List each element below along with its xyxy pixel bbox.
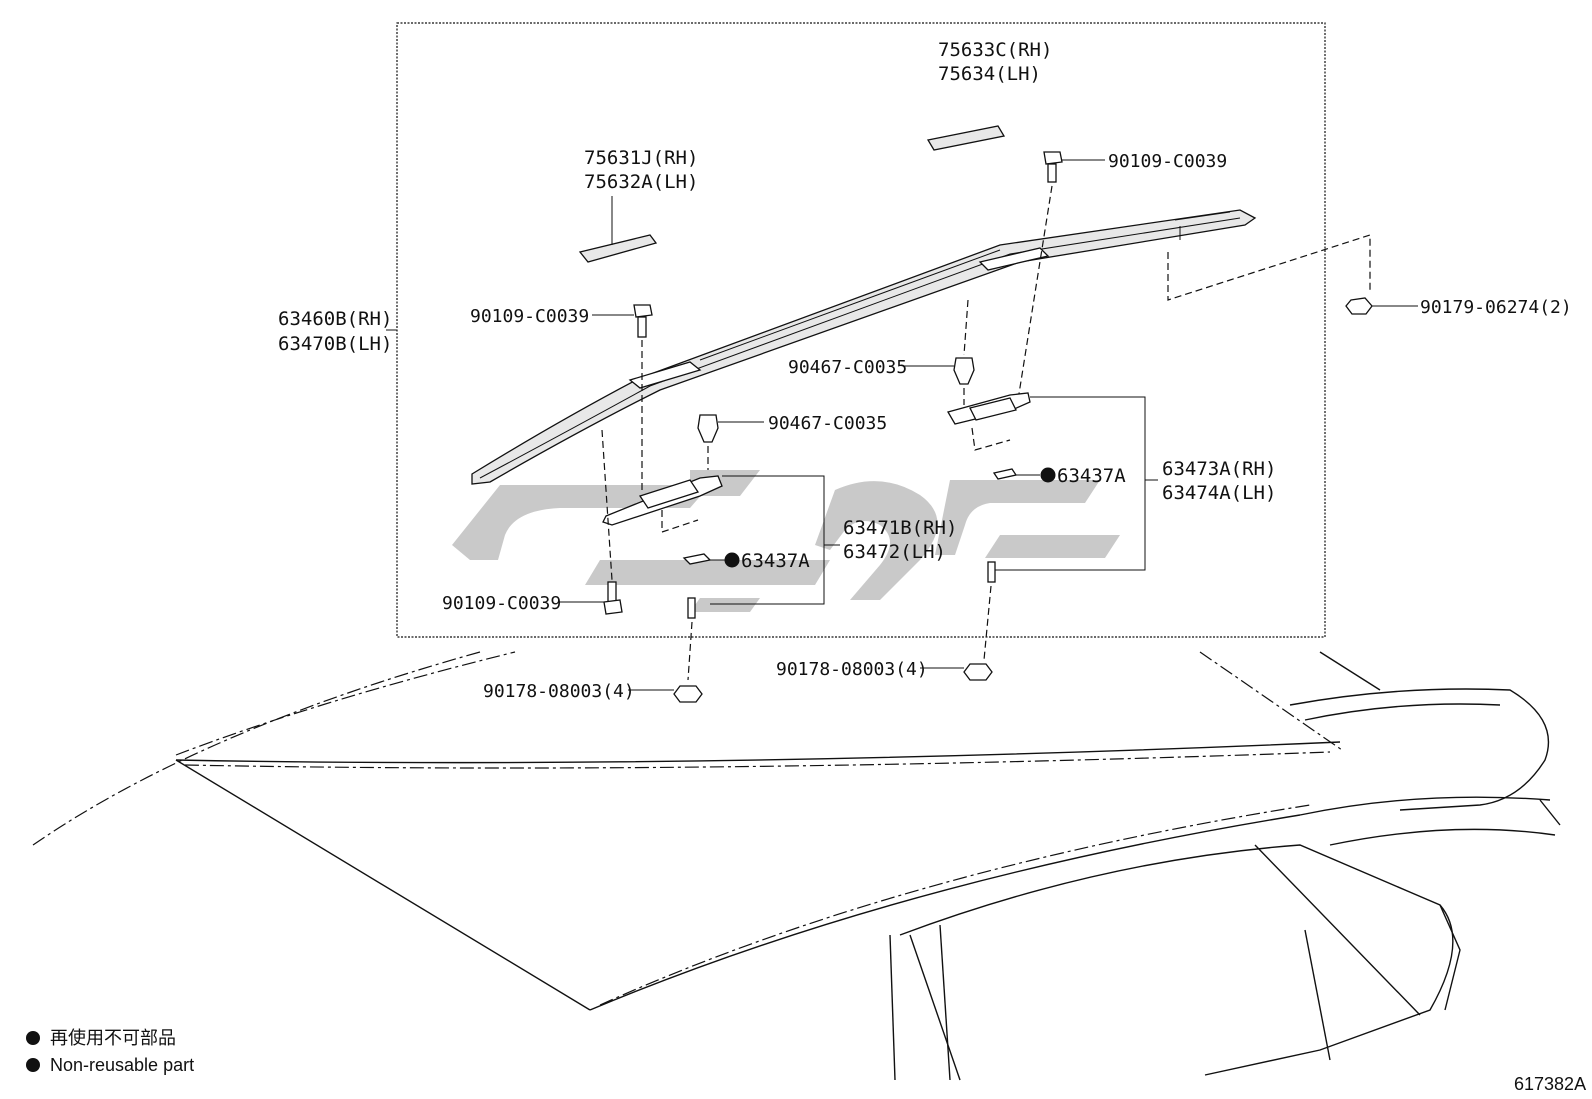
- label-nut-center: 90178-08003(4): [776, 659, 928, 680]
- bolt-bottom-left: [558, 581, 623, 615]
- bolt-left: [592, 304, 653, 338]
- car-body-outline: [32, 651, 1561, 1081]
- cover-front: [578, 234, 658, 263]
- legend-bullet-en: [26, 1058, 40, 1072]
- label-seal-right: 63437A: [1057, 465, 1126, 487]
- label-bracket-rear-rh: 63473A(RH): [1162, 458, 1276, 480]
- legend: 再使用不可部品 Non-reusable part: [26, 1028, 194, 1075]
- nut-center: [920, 663, 993, 681]
- label-bolt-top-right: 90109-C0039: [1108, 151, 1227, 172]
- label-clip-left: 90467-C0035: [768, 413, 887, 434]
- label-rail-lh: 63470B(LH): [278, 333, 392, 355]
- legend-text-jp: 再使用不可部品: [50, 1028, 176, 1048]
- label-clip-right: 90467-C0035: [788, 357, 907, 378]
- stud-left: [687, 597, 696, 619]
- clip-left: [697, 414, 764, 443]
- label-cover-front-lh: 75632A(LH): [584, 171, 698, 193]
- bolt-top-right: [1043, 151, 1105, 183]
- seal-left: [682, 552, 740, 568]
- label-bracket-front-rh: 63471B(RH): [843, 517, 957, 539]
- label-bolt-bottom-left: 90109-C0039: [442, 593, 561, 614]
- stud-right: [987, 561, 996, 583]
- label-bolt-left: 90109-C0039: [470, 306, 589, 327]
- legend-bullet-jp: [26, 1031, 40, 1045]
- roof-rail: [471, 209, 1257, 485]
- label-rail-rh: 63460B(RH): [278, 308, 392, 330]
- diagram-code: 617382A: [1514, 1074, 1586, 1094]
- label-cover-rear-rh: 75633C(RH): [938, 39, 1052, 61]
- clip-right: [904, 357, 975, 385]
- cover-rear: [926, 125, 1006, 151]
- part-labels: 63460B(RH) 63470B(LH) 75631J(RH) 75632A(…: [278, 39, 1572, 702]
- label-cover-rear-lh: 75634(LH): [938, 63, 1041, 85]
- label-cover-front-rh: 75631J(RH): [584, 147, 698, 169]
- watermark-logo: [452, 470, 1120, 612]
- nut-left: [628, 685, 703, 703]
- label-nut-left: 90178-08003(4): [483, 681, 635, 702]
- seal-right: [992, 467, 1056, 483]
- bracket-front: [602, 475, 723, 533]
- label-seal-left: 63437A: [741, 550, 810, 572]
- bracket-rear: [947, 392, 1031, 451]
- nut-right: [1345, 297, 1418, 315]
- label-bracket-front-lh: 63472(LH): [843, 541, 946, 563]
- legend-text-en: Non-reusable part: [50, 1055, 194, 1075]
- label-nut-right: 90179-06274(2): [1420, 297, 1572, 318]
- label-bracket-rear-lh: 63474A(LH): [1162, 482, 1276, 504]
